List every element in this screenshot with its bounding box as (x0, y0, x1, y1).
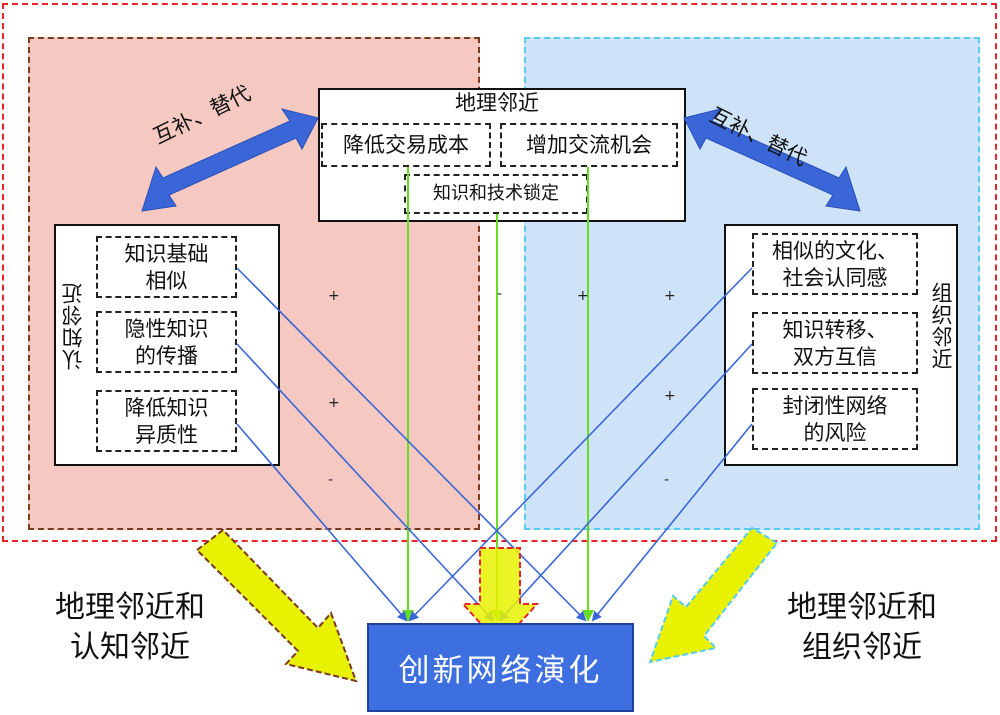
similar-culture-identity-item: 相似的文化、 社会认同感 (752, 233, 918, 295)
geo-organizational-label: 地理邻近和 组织邻近 (787, 590, 937, 665)
sign-plus-3: + (664, 288, 676, 304)
left-double-arrow (141, 108, 319, 212)
reduce-transaction-cost-item: 降低交易成本 (321, 123, 491, 167)
knowledge-transfer-trust-item: 知识转移、 双方互信 (752, 312, 918, 374)
closed-network-risk-item: 封闭性网络 的风险 (752, 388, 918, 450)
left-yellow-arrow (195, 528, 358, 683)
tacit-knowledge-spread-item: 隐性知识 的传播 (96, 311, 237, 373)
sign-plus-1: + (328, 288, 340, 304)
reduce-knowledge-heterogeneity-item: 降低知识 异质性 (96, 390, 237, 452)
sign-minus-1: - (497, 286, 503, 302)
innovation-network-evolution-box: 创新网络演化 (367, 623, 634, 712)
outer-dashed-frame (2, 3, 997, 542)
sign-plus-5: + (664, 388, 676, 404)
right-yellow-arrow (648, 526, 779, 664)
sign-minus-2: - (328, 472, 334, 488)
similar-knowledge-base-item: 知识基础 相似 (96, 236, 237, 298)
organizational-proximity-title: 组织邻近 (929, 282, 953, 370)
blue-connector-lines (236, 267, 753, 622)
right-double-arrow (683, 108, 861, 212)
knowledge-technology-lockin-item: 知识和技术锁定 (404, 174, 588, 214)
increase-exchange-opportunity-item: 增加交流机会 (500, 123, 678, 167)
geo-cognitive-label: 地理邻近和 认知邻近 (55, 590, 205, 665)
sign-minus-3: - (664, 472, 670, 488)
sign-plus-2: + (577, 288, 589, 304)
geographic-proximity-title: 地理邻近 (455, 91, 539, 115)
sign-plus-4: + (328, 395, 340, 411)
